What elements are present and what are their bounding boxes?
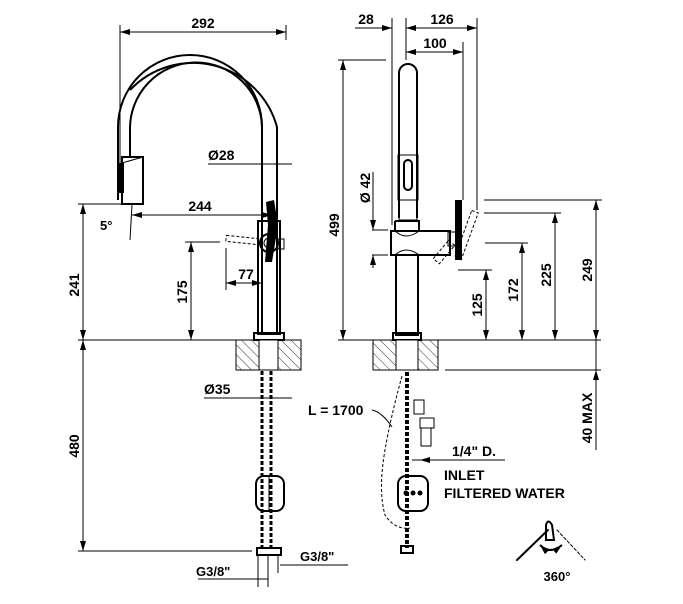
dim-connection-left: G3/8" bbox=[196, 564, 230, 579]
dim-spout-reach: 244 bbox=[188, 198, 212, 214]
dim-outlet-height: 241 bbox=[66, 273, 82, 297]
dim-spout-width: 292 bbox=[191, 15, 215, 31]
rotation-360-icon: 360° bbox=[516, 520, 586, 584]
faucet-body bbox=[225, 200, 285, 341]
dim-overall-height: 499 bbox=[326, 213, 342, 237]
spout bbox=[117, 54, 278, 333]
side-hoses bbox=[381, 372, 435, 554]
dim-height-125: 125 bbox=[469, 293, 485, 317]
side-deck-section bbox=[338, 339, 601, 371]
side-spout bbox=[397, 63, 419, 221]
dim-spray-angle: 5° bbox=[100, 218, 112, 233]
spray-button bbox=[119, 163, 124, 193]
dim-height-172: 172 bbox=[505, 278, 521, 302]
inlet-label: INLET bbox=[444, 467, 485, 483]
dim-deck-thickness: 40 MAX bbox=[579, 392, 595, 443]
hose-length-label: L = 1700 bbox=[308, 402, 364, 418]
rotation-label: 360° bbox=[544, 569, 571, 584]
dim-lever-offset: 77 bbox=[238, 266, 254, 282]
supply-hoses bbox=[255, 371, 285, 556]
dim-body-diameter: Ø 42 bbox=[357, 173, 373, 204]
side-body bbox=[390, 200, 479, 341]
dim-lever-depth: 100 bbox=[423, 35, 447, 51]
deck-section bbox=[78, 339, 302, 371]
spray-head bbox=[121, 156, 144, 205]
dim-spout-diameter: Ø28 bbox=[208, 147, 235, 163]
hose-connector bbox=[255, 475, 285, 512]
dim-below-deck-length: 480 bbox=[66, 434, 82, 458]
dim-shank-diameter: Ø35 bbox=[204, 381, 231, 397]
front-view: 292 Ø28 244 5° 241 175 77 Ø35 480 G3/8" … bbox=[66, 15, 348, 587]
inlet-size-label: 1/4" D. bbox=[452, 443, 496, 459]
dim-connection-right: G3/8" bbox=[300, 549, 334, 564]
dim-overall-depth: 126 bbox=[430, 11, 454, 27]
side-lever bbox=[455, 200, 462, 260]
side-view: 28 126 100 499 Ø 42 125 172 225 249 40 M… bbox=[308, 11, 602, 554]
side-hose-connector bbox=[397, 475, 429, 512]
dim-height-225: 225 bbox=[538, 263, 554, 287]
dim-spout-depth: 28 bbox=[358, 11, 374, 27]
dim-height-249: 249 bbox=[579, 258, 595, 282]
filtered-water-label: FILTERED WATER bbox=[444, 485, 565, 501]
dim-lever-height: 175 bbox=[174, 280, 190, 304]
